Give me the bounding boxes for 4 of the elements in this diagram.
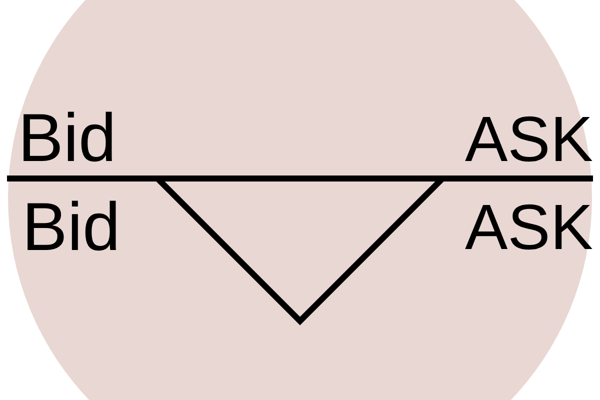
side-label: ASK xyxy=(464,195,593,259)
side-label: ASK xyxy=(464,107,593,171)
side-label: Bid xyxy=(22,193,120,261)
side-label: Bid xyxy=(18,104,116,172)
